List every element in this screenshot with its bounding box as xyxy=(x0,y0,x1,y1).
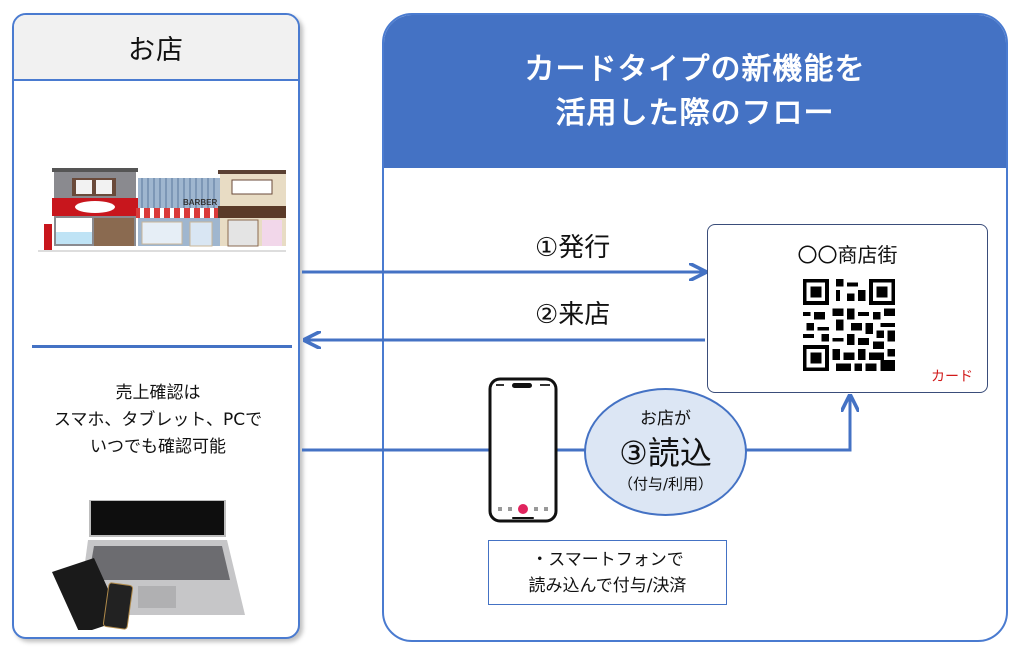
flow-title-line-1: カードタイプの新機能を xyxy=(524,51,866,87)
read-step-bubble: お店が ③読込 （付与/利用） xyxy=(584,388,747,516)
store-panel-divider xyxy=(32,345,292,348)
card-title: 〇〇商店街 xyxy=(797,243,898,267)
smartphone-small-icon xyxy=(102,582,134,630)
devices-photo xyxy=(52,500,245,630)
store-illustration: BARBER xyxy=(38,168,286,252)
flow-panel-title: カードタイプの新機能を 活用した際のフロー xyxy=(384,15,1006,168)
sales-text-line-2: スマホ、タブレット、PCで xyxy=(53,410,263,430)
qr-code-icon xyxy=(803,279,895,371)
step-visit-label: ②来店 xyxy=(535,300,611,330)
sales-check-text: 売上確認は スマホ、タブレット、PCで いつでも確認可能 xyxy=(30,380,286,461)
flow-title-line-2: 活用した際のフロー xyxy=(555,95,835,131)
read-step-subject: お店が xyxy=(640,409,691,429)
step-issue-label: ①発行 xyxy=(535,233,611,263)
sales-text-line-1: 売上確認は xyxy=(115,383,201,403)
sales-text-line-3: いつでも確認可能 xyxy=(90,437,226,457)
shopping-street-card: 〇〇商店街 カード xyxy=(707,224,988,393)
tablet-icon xyxy=(52,558,122,630)
smartphone-note: ・スマートフォンで 読み込んで付与/決済 xyxy=(488,540,727,605)
note-line-1: ・スマートフォンで xyxy=(531,550,684,570)
post-box xyxy=(44,224,52,250)
read-step-detail: （付与/利用） xyxy=(617,475,714,493)
barber-sign: BARBER xyxy=(183,198,217,207)
smartphone-icon xyxy=(488,377,558,523)
store-panel-title: お店 xyxy=(14,15,298,81)
arrow-read-to-card xyxy=(745,396,850,452)
read-step-label: ③読込 xyxy=(619,434,712,472)
card-type-label: カード xyxy=(931,369,973,385)
note-line-2: 読み込んで付与/決済 xyxy=(528,576,687,596)
